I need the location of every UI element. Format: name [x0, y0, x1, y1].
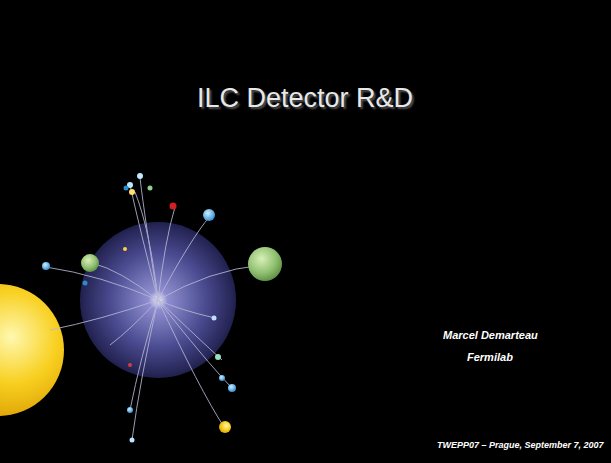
green-cluster	[248, 247, 282, 281]
detector-sphere	[80, 222, 236, 378]
conference-footer: TWEPP07 – Prague, September 7, 2007	[437, 440, 604, 450]
particle-tracks	[46, 178, 262, 440]
author-name: Marcel Demarteau	[443, 329, 538, 341]
affiliation: Fermilab	[467, 351, 513, 363]
slide-title: ILC Detector R&D	[197, 83, 413, 114]
hit-dots	[42, 173, 236, 443]
jet-sphere	[0, 284, 64, 416]
green-cluster	[81, 254, 99, 272]
